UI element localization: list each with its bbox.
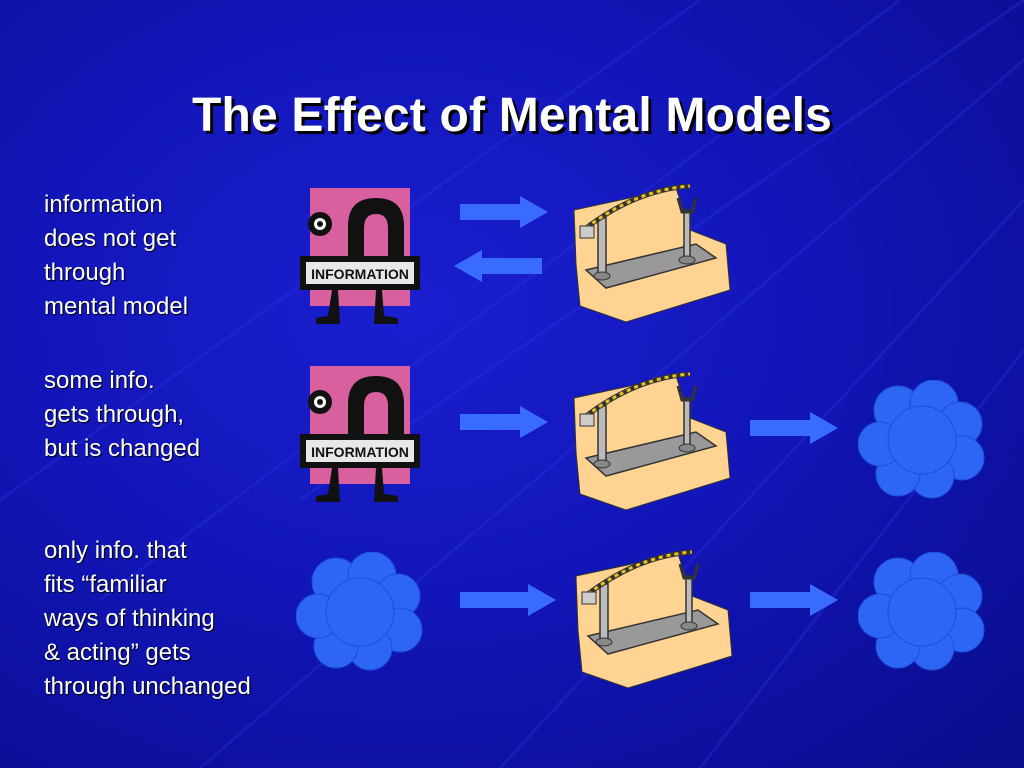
label-line: information (44, 191, 163, 218)
mental-model-filter-icon (573, 183, 731, 323)
label-line: fits “familiar (44, 571, 167, 598)
arrow-right-icon (460, 196, 548, 228)
cloud-icon (296, 552, 423, 671)
label-line: some info. (44, 367, 155, 394)
information-character-icon: INFORMATION (300, 366, 420, 502)
mental-model-filter-icon (575, 549, 733, 689)
slide-title: The Effect of Mental Models (191, 89, 833, 142)
label-line: but is changed (44, 435, 201, 462)
information-character-icon: INFORMATION (300, 188, 420, 324)
sign-text: INFORMATION (311, 444, 409, 460)
label-line: ways of thinking (44, 605, 215, 632)
row-3-label: only info. that fits “familiar ways of t… (44, 534, 251, 704)
label-line: mental model (44, 293, 189, 320)
arrow-left-icon (454, 250, 542, 282)
row-2-label: some info. gets through, but is changed (44, 364, 200, 466)
arrow-right-icon (460, 584, 556, 616)
sign-text: INFORMATION (311, 266, 409, 282)
arrow-right-icon (460, 406, 548, 438)
row-1-label: information does not get through mental … (44, 188, 188, 324)
mental-model-filter-icon (573, 371, 731, 511)
cloud-icon (858, 552, 985, 671)
cloud-icon (858, 380, 985, 499)
label-line: & acting” gets (44, 639, 191, 666)
label-line: does not get (44, 225, 177, 252)
label-line: through unchanged (44, 673, 251, 700)
label-line: through (44, 259, 126, 286)
arrow-right-icon (750, 412, 838, 444)
label-line: gets through, (44, 401, 185, 428)
arrow-right-icon (750, 584, 838, 616)
label-line: only info. that (44, 537, 187, 564)
